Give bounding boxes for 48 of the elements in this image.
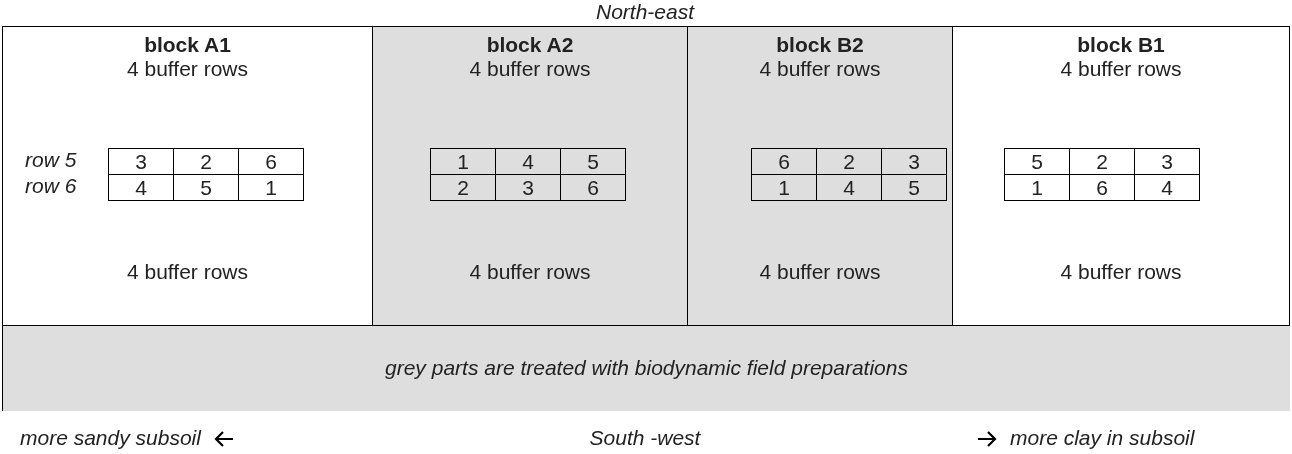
buffer-text: 4 buffer rows xyxy=(126,57,249,81)
direction-label: North-east xyxy=(594,0,696,24)
buffer-text: 4 buffer rows xyxy=(758,57,882,81)
direction-label: South -west xyxy=(588,426,702,450)
buffer-text: 4 buffer rows xyxy=(758,260,882,284)
plot-number: 5 xyxy=(173,174,239,201)
plot-number: 5 xyxy=(1004,148,1070,175)
plot-number: 3 xyxy=(495,174,561,201)
plot-number: 6 xyxy=(1069,174,1135,201)
buffer-text: 4 buffer rows xyxy=(126,260,249,284)
plot-number: 3 xyxy=(1134,148,1200,175)
block-heading: block B1 xyxy=(1076,33,1166,57)
note-text: grey parts are treated with biodynamic field preparations xyxy=(384,356,909,380)
plot-number: 3 xyxy=(881,148,947,175)
legend-band xyxy=(2,325,1290,411)
plot-number: 1 xyxy=(1004,174,1070,201)
plot-number: 4 xyxy=(495,148,561,175)
buffer-text: 4 buffer rows xyxy=(468,260,592,284)
plot-number: 4 xyxy=(108,174,174,201)
block-heading: block B2 xyxy=(775,33,865,57)
direction-label: more sandy subsoil xyxy=(20,426,201,450)
block-heading: block A1 xyxy=(143,33,232,57)
plot-number: 6 xyxy=(238,148,304,175)
field-block xyxy=(2,26,373,326)
row-label: row 5 xyxy=(25,148,77,172)
plot-number: 2 xyxy=(173,148,239,175)
field-block xyxy=(952,26,1290,326)
row-label: row 6 xyxy=(25,174,77,198)
plot-number: 1 xyxy=(430,148,496,175)
plot-number: 5 xyxy=(881,174,947,201)
plot-number: 1 xyxy=(238,174,304,201)
plot-number: 1 xyxy=(751,174,817,201)
plot-number: 2 xyxy=(1069,148,1135,175)
plot-number: 5 xyxy=(560,148,626,175)
field-block xyxy=(687,26,953,326)
buffer-text: 4 buffer rows xyxy=(1059,260,1183,284)
plot-number: 2 xyxy=(816,148,882,175)
field-block xyxy=(372,26,688,326)
plot-number: 6 xyxy=(560,174,626,201)
buffer-text: 4 buffer rows xyxy=(1059,57,1183,81)
block-heading: block A2 xyxy=(485,33,575,57)
direction-label: more clay in subsoil xyxy=(1010,426,1195,450)
plot-number: 3 xyxy=(108,148,174,175)
plot-number: 4 xyxy=(1134,174,1200,201)
plot-number: 4 xyxy=(816,174,882,201)
plot-number: 6 xyxy=(751,148,817,175)
buffer-text: 4 buffer rows xyxy=(468,57,592,81)
plot-number: 2 xyxy=(430,174,496,201)
